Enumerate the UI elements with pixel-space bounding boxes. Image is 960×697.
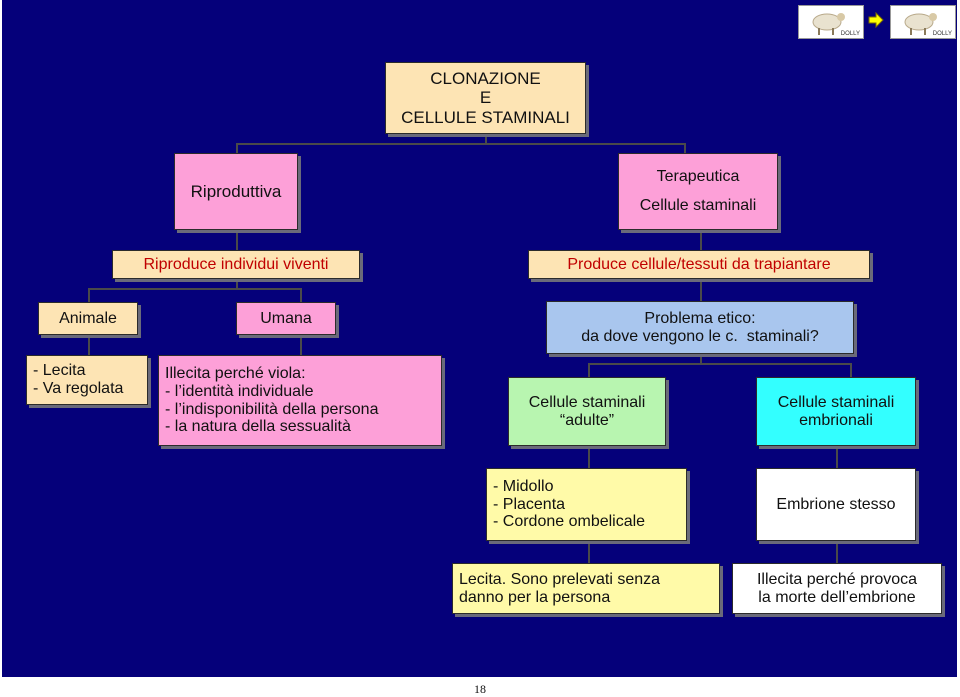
problema-etico-question: da dove vengono le c. staminali? (581, 327, 819, 345)
dolly-logo-left: DOLLY (798, 5, 864, 39)
riproduttiva-node: Riproduttiva (174, 153, 298, 230)
adulte-verdict: Lecita. Sono prelevati senza danno per l… (452, 563, 720, 614)
dolly-logo-text: DOLLY (840, 31, 860, 37)
dolly-logo-right: DOLLY (890, 5, 956, 39)
embrionali-verdict-line: Illecita perché provoca (756, 570, 918, 588)
staminali-embrionali-line: embrionali (799, 411, 873, 429)
connector (588, 363, 852, 365)
umana-detail-line: - la natura della sessualità (165, 418, 351, 436)
staminali-embrionali-node: Cellule staminali embrionali (756, 377, 916, 446)
page-number: 18 (474, 682, 486, 696)
umana-label: Umana (260, 309, 312, 327)
connector (236, 279, 238, 289)
connector (236, 230, 238, 250)
connector (836, 541, 838, 563)
connector (836, 446, 838, 468)
umana-detail-line: - l’indisponibilità della persona (165, 400, 379, 418)
connector (88, 335, 90, 355)
riproduttiva-description-text: Riproduce individui viventi (143, 255, 329, 273)
staminali-adulte-line: “adulte” (559, 411, 615, 429)
umana-detail-line: Illecita perché viola: (165, 364, 306, 382)
animale-detail-line: - Lecita (33, 362, 86, 380)
staminali-adulte-node: Cellule staminali “adulte” (508, 377, 666, 446)
root-title-line: CLONAZIONE (430, 69, 541, 89)
adulte-source-item: - Cordone ombelicale (493, 513, 646, 531)
umana-detail-line: - l’identità individuale (165, 382, 314, 400)
adulte-sources: - Midollo - Placenta - Cordone ombelical… (486, 468, 687, 541)
connector (300, 288, 302, 302)
connector (700, 279, 702, 301)
problema-etico-node: Problema etico: da dove vengono le c. st… (546, 301, 854, 354)
arrow-right-icon (868, 12, 884, 28)
connector (236, 143, 238, 153)
connector (700, 354, 702, 364)
adulte-source-item: - Placenta (493, 495, 566, 513)
staminali-embrionali-line: Cellule staminali (777, 393, 895, 411)
connector (588, 446, 590, 468)
adulte-verdict-line: Lecita. Sono prelevati senza (459, 570, 661, 588)
animale-detail: - Lecita - Va regolata (26, 355, 148, 405)
terapeutica-node: Terapeutica Cellule staminali (618, 153, 778, 230)
connector (588, 541, 590, 563)
terapeutica-description-text: Produce cellule/tessuti da trapiantare (567, 255, 831, 273)
connector (485, 134, 487, 144)
dolly-logo-text: DOLLY (932, 31, 952, 37)
animale-node: Animale (38, 302, 138, 335)
animale-detail-line: - Va regolata (33, 380, 124, 397)
root-node: CLONAZIONE E CELLULE STAMINALI (385, 62, 586, 134)
root-title-line: E (479, 88, 492, 108)
terapeutica-title: Terapeutica (656, 167, 740, 185)
embrionali-verdict: Illecita perché provoca la morte dell’em… (732, 563, 942, 614)
adulte-source-item: - Midollo (493, 477, 554, 495)
staminali-adulte-line: Cellule staminali (528, 393, 646, 411)
embrionali-source-text: Embrione stesso (776, 495, 896, 513)
umana-node: Umana (236, 302, 336, 335)
embrionali-source: Embrione stesso (756, 468, 916, 541)
connector (236, 143, 686, 145)
connector (850, 363, 852, 377)
root-title-line: CELLULE STAMINALI (401, 107, 570, 127)
riproduttiva-title: Riproduttiva (190, 181, 282, 201)
adulte-verdict-line: danno per la persona (459, 588, 611, 606)
connector (88, 288, 90, 302)
connector (588, 363, 590, 377)
connector (88, 288, 302, 290)
problema-etico-title: Problema etico: (644, 309, 756, 327)
animale-label: Animale (59, 309, 117, 327)
connector (684, 143, 686, 153)
terapeutica-description: Produce cellule/tessuti da trapiantare (528, 250, 870, 279)
riproduttiva-description: Riproduce individui viventi (112, 250, 360, 279)
terapeutica-subtitle: Cellule staminali (639, 197, 757, 215)
sheep-icon (904, 13, 937, 35)
umana-detail: Illecita perché viola: - l’identità indi… (158, 355, 442, 446)
connector (700, 230, 702, 250)
sheep-icon (812, 13, 845, 35)
embrionali-verdict-line: la morte dell’embrione (758, 588, 916, 606)
connector (300, 335, 302, 355)
